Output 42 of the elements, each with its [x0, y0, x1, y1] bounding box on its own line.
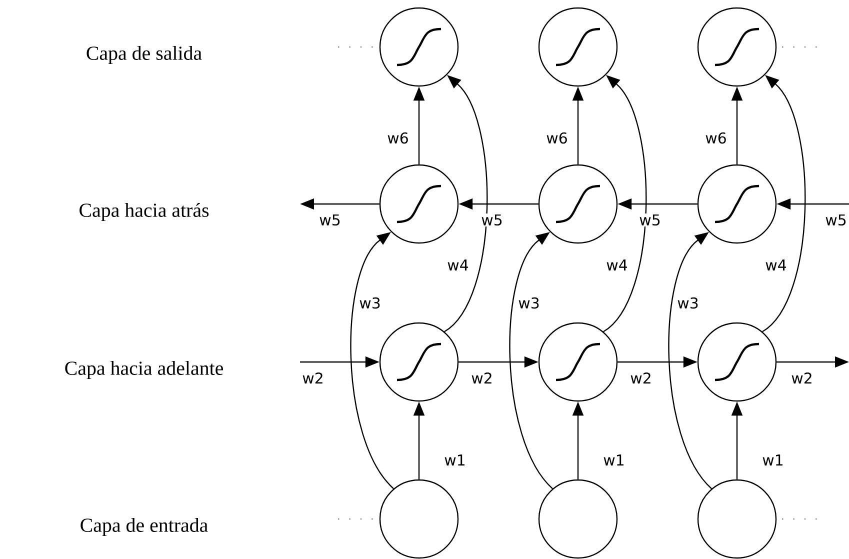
edge-label: w2	[472, 372, 492, 384]
neuron-circle	[697, 479, 777, 559]
arrow	[603, 75, 647, 332]
edge-label: w5	[826, 214, 846, 226]
edge-label: w1	[604, 454, 624, 466]
edge-label: w4	[606, 260, 628, 270]
arrow	[668, 232, 712, 490]
edge-label: w6	[706, 132, 726, 144]
layer-label: Capa de entrada	[80, 518, 208, 536]
edge-label: w3	[678, 297, 698, 309]
edge-label: w2	[302, 372, 322, 384]
neuron-circle	[379, 479, 459, 559]
arrow	[350, 232, 394, 490]
edge-label: w6	[546, 132, 567, 144]
arrow	[509, 232, 553, 490]
neuron-circle	[697, 7, 777, 87]
edge-label: w3	[360, 297, 380, 309]
neuron-circle	[697, 164, 777, 244]
neuron-circle	[538, 322, 618, 402]
neuron-circle	[379, 164, 459, 244]
neuron-circle	[538, 479, 618, 559]
edge-label: w2	[630, 372, 650, 384]
edge-label: w3	[518, 297, 539, 309]
edge-label: w4	[766, 260, 786, 270]
neuron-circle	[379, 322, 459, 402]
edge-label: w2	[792, 372, 812, 384]
neuron-circle	[697, 322, 777, 402]
arrow	[762, 75, 806, 332]
layer-label: Capa hacia atrás	[80, 202, 209, 222]
edge-label: w1	[762, 454, 782, 466]
layer-label: Capa hacia adelante	[65, 360, 223, 380]
neuron-circle	[379, 7, 459, 87]
edge-label: w6	[388, 132, 408, 144]
edge-label: w4	[448, 260, 468, 270]
arrow	[444, 75, 488, 332]
edge-label: w5	[320, 214, 340, 226]
layer-label: Capa de salida	[86, 46, 202, 64]
edge-label: w5	[640, 214, 660, 226]
neuron-circle	[538, 7, 618, 87]
edge-label: w1	[444, 454, 464, 466]
neuron-circle	[538, 164, 618, 244]
edge-label: w5	[482, 214, 502, 226]
